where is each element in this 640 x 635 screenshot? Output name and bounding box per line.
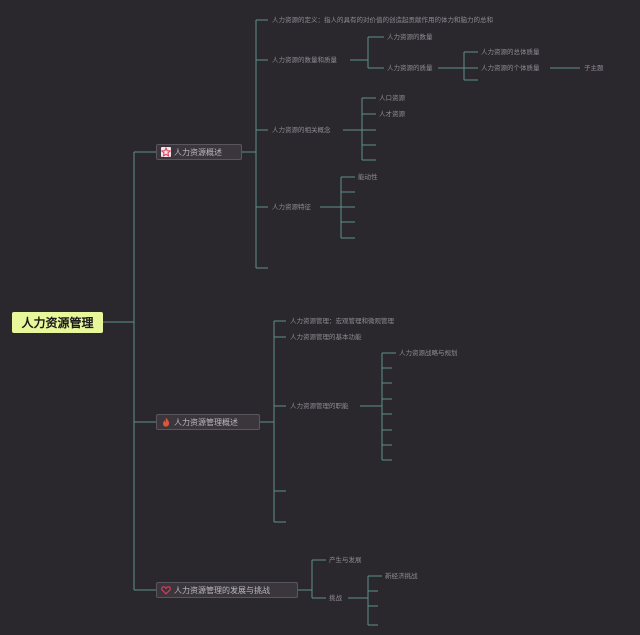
topic-knowledge-economy[interactable]: 新经济挑战 bbox=[385, 572, 418, 580]
topic-functions[interactable]: 人力资源管理的基本功能 bbox=[290, 333, 362, 341]
branch-node-label: 人力资源概述 bbox=[174, 147, 222, 157]
topic-definition[interactable]: 人力资源的定义：指人的具有的对价值的创造起贡献作用的体力和脑力的总和 bbox=[272, 16, 493, 24]
topic-related-concepts[interactable]: 人力资源的相关概念 bbox=[272, 126, 331, 134]
branch-node-development[interactable]: 人力资源管理的发展与挑战 bbox=[156, 582, 298, 598]
topic-quantity-quality[interactable]: 人力资源的数量和质量 bbox=[272, 56, 337, 64]
branch-node-overview[interactable]: 人力资源概述 bbox=[156, 144, 242, 160]
branch-node-label: 人力资源管理的发展与挑战 bbox=[174, 585, 270, 595]
topic-features[interactable]: 人力资源特征 bbox=[272, 203, 311, 211]
topic-individual-quality[interactable]: 人力资源的个体质量 bbox=[481, 64, 540, 72]
fire-icon bbox=[163, 417, 170, 427]
topic-population[interactable]: 人口资源 bbox=[379, 94, 405, 102]
branch-node-label: 人力资源管理概述 bbox=[174, 417, 238, 427]
topic-strategy[interactable]: 人力资源战略与规划 bbox=[399, 349, 458, 357]
topic-objectives[interactable]: 人力资源管理的职能 bbox=[290, 402, 349, 410]
topic-origin[interactable]: 产生与发展 bbox=[329, 556, 362, 564]
topic-total-quality[interactable]: 人力资源的总体质量 bbox=[481, 48, 540, 56]
topic-quality[interactable]: 人力资源的质量 bbox=[387, 64, 433, 72]
branch-node-management[interactable]: 人力资源管理概述 bbox=[156, 414, 260, 430]
topic-quantity[interactable]: 人力资源的数量 bbox=[387, 33, 433, 41]
topic-talent[interactable]: 人才资源 bbox=[379, 110, 405, 118]
root-node-label: 人力资源管理 bbox=[21, 316, 94, 330]
heart-icon bbox=[161, 586, 171, 595]
topic-challenge[interactable]: 挑战 bbox=[329, 594, 342, 602]
topic-initiative[interactable]: 能动性 bbox=[358, 173, 378, 181]
topic-management[interactable]: 人力资源管理：宏观管理和微观管理 bbox=[290, 317, 394, 325]
star-icon bbox=[161, 147, 171, 157]
root-node[interactable]: 人力资源管理 bbox=[12, 312, 103, 333]
topic-subtopic[interactable]: 子主题 bbox=[584, 64, 604, 72]
